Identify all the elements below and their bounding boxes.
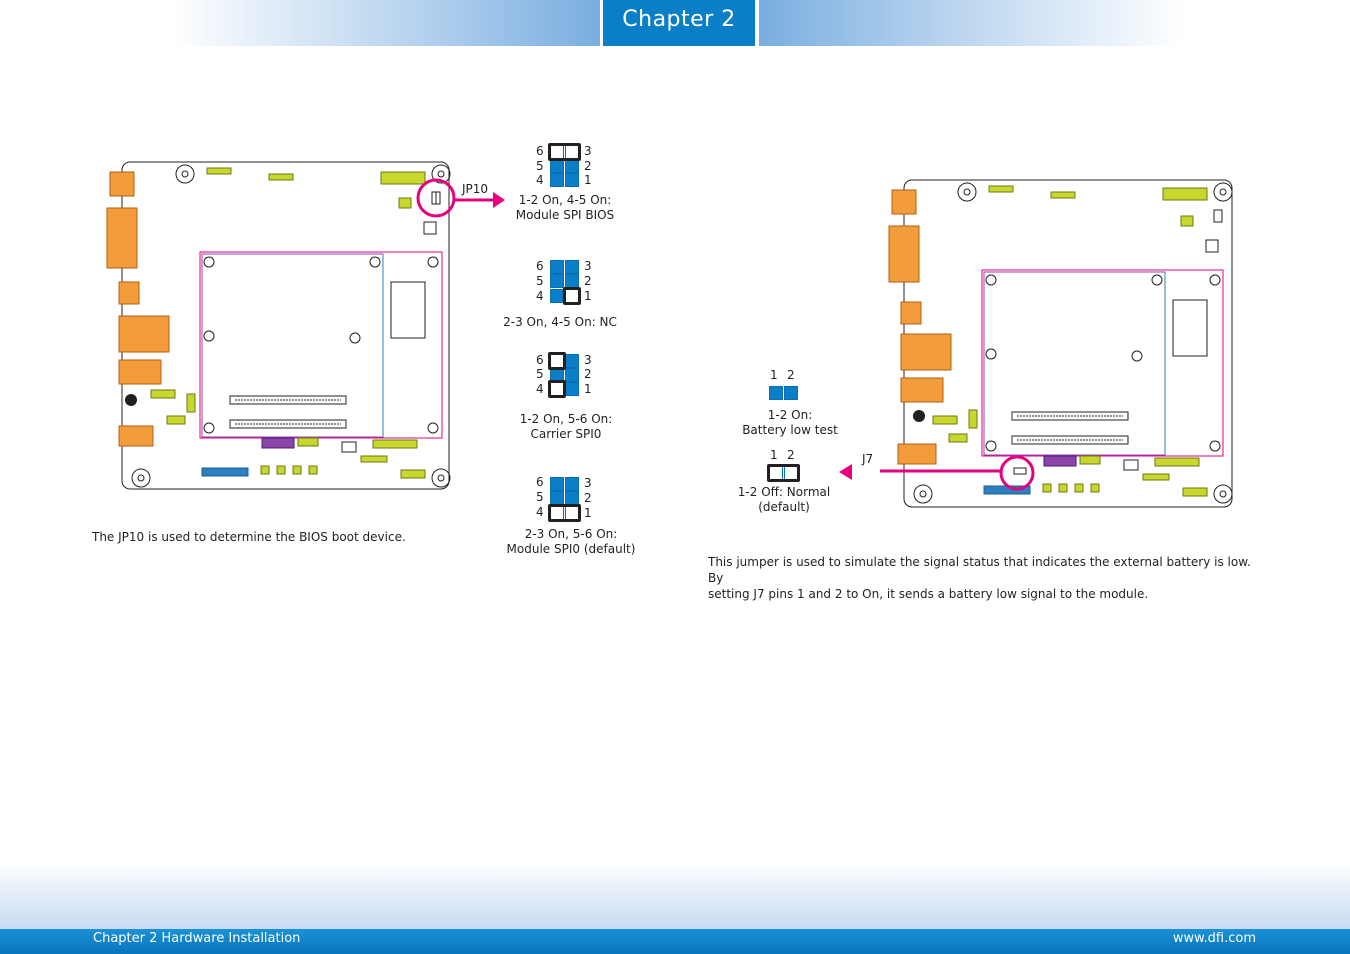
jumper-cap xyxy=(767,464,800,482)
jumper-pin xyxy=(565,477,579,491)
jumper-cap xyxy=(548,504,581,522)
pin-label: 2 xyxy=(787,448,795,462)
pin-label: 4 xyxy=(536,382,544,396)
pin-label: 1 xyxy=(770,448,778,462)
pin-label: 1 xyxy=(584,289,592,303)
jp10-caption: 2-3 On, 4-5 On: NC xyxy=(503,315,617,329)
jumper-cap xyxy=(548,352,566,370)
jumper-pin xyxy=(565,382,579,396)
jp10-description: The JP10 is used to determine the BIOS b… xyxy=(92,530,406,544)
j7-caption: 1-2 On:Battery low test xyxy=(742,408,838,437)
jp10-caption: 1-2 On, 4-5 On:Module SPI BIOS xyxy=(515,193,615,222)
pin-label: 2 xyxy=(584,159,592,173)
pin-label: 1 xyxy=(770,368,778,382)
j7-caption: 1-2 Off: Normal(default) xyxy=(737,485,831,514)
pin-label: 1 xyxy=(584,506,592,520)
jumper-pin xyxy=(565,491,579,505)
pin-label: 5 xyxy=(536,159,544,173)
jumper-pin xyxy=(550,289,564,303)
j7-arrow-head xyxy=(839,464,852,480)
jumper-pin xyxy=(565,260,579,274)
j7-description: This jumper is used to simulate the sign… xyxy=(708,555,1251,601)
jumper-pin xyxy=(565,173,579,187)
pin-label: 2 xyxy=(787,368,795,382)
jumper-pin xyxy=(550,173,564,187)
footer-gradient xyxy=(0,862,1350,930)
chapter-tab: Chapter 2 xyxy=(603,0,755,46)
header-gradient-right xyxy=(759,0,1184,46)
jumper-pin xyxy=(550,477,564,491)
pin-label: 6 xyxy=(536,475,544,489)
jumper-pin xyxy=(565,368,579,382)
footer-website-link[interactable]: www.dfi.com xyxy=(1172,931,1256,946)
pin-label: 4 xyxy=(536,173,544,187)
jumper-cap xyxy=(548,380,566,398)
pin-label: 5 xyxy=(536,490,544,504)
pin-label: 2 xyxy=(584,491,592,505)
jp10-caption: 1-2 On, 5-6 On:Carrier SPI0 xyxy=(519,412,613,441)
pin-label: 6 xyxy=(536,259,544,273)
jumper-pin xyxy=(565,274,579,288)
jumper-cap xyxy=(548,143,581,161)
pin-label: 1 xyxy=(584,173,592,187)
jumper-pin xyxy=(550,274,564,288)
pin-label: 3 xyxy=(584,259,592,273)
jp10-board-diagram xyxy=(106,161,505,490)
j7-label: J7 xyxy=(862,452,874,466)
pin-label: 6 xyxy=(536,144,544,158)
footer-bar xyxy=(0,929,1350,954)
pin-label: 6 xyxy=(536,353,544,367)
jumper-pin xyxy=(565,159,579,173)
header-gradient-left xyxy=(170,0,600,46)
j7-board-diagram xyxy=(880,179,1233,508)
jp10-label: JP10 xyxy=(462,182,489,196)
pin-label: 3 xyxy=(584,144,592,158)
pin-label: 5 xyxy=(536,274,544,288)
jumper-pin xyxy=(550,260,564,274)
pin-label: 3 xyxy=(584,476,592,490)
pin-label: 5 xyxy=(536,367,544,381)
footer-chapter-title: Chapter 2 Hardware Installation xyxy=(93,931,301,946)
pin-label: 4 xyxy=(536,505,544,519)
jumper-pin xyxy=(550,491,564,505)
jumper-pin xyxy=(784,386,798,400)
pin-label: 1 xyxy=(584,382,592,396)
pin-label: 2 xyxy=(584,367,592,381)
jumper-pin xyxy=(565,354,579,368)
pin-label: 3 xyxy=(584,353,592,367)
jumper-pin xyxy=(550,159,564,173)
pin-label: 4 xyxy=(536,289,544,303)
jumper-pin xyxy=(769,386,783,400)
jp10-caption: 2-3 On, 5-6 On:Module SPI0 (default) xyxy=(506,527,636,556)
pin-label: 2 xyxy=(584,274,592,288)
jumper-cap xyxy=(563,287,581,305)
